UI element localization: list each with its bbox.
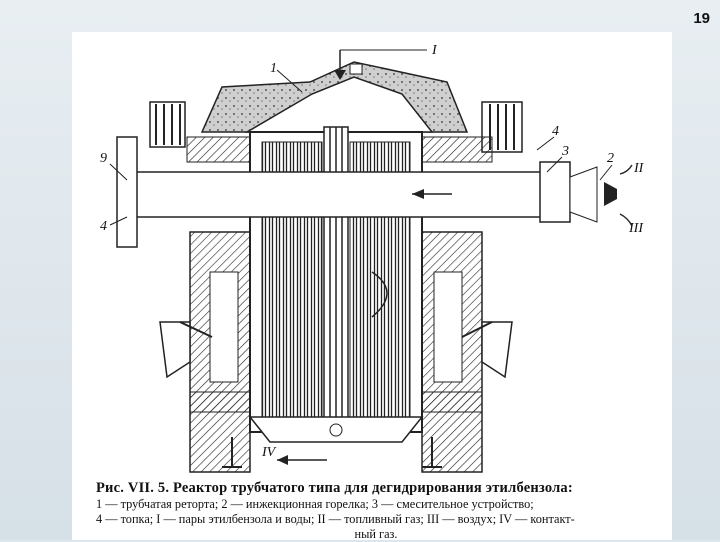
insulated-dome (200, 61, 469, 133)
legend-line: ный газ. (354, 527, 398, 541)
document-page: I 1 4 3 2 II III 9 4 IV Рис. VII. 5. Реа… (72, 32, 672, 542)
callout-II: II (633, 161, 645, 176)
callout-4-left: 4 (100, 219, 107, 234)
legend-line: 1 — трубчатая реторта; 2 — инжекционная … (96, 497, 534, 511)
callout-IV: IV (261, 445, 277, 460)
figure-caption: Рис. VII. 5. Реактор трубчатого типа для… (96, 480, 656, 542)
legend-line: 4 — топка; I — пары этилбензола и воды; … (96, 512, 575, 526)
reactor-drawing: I 1 4 3 2 II III 9 4 IV (100, 43, 645, 473)
mixing-device (116, 136, 617, 248)
callout-I: I (431, 43, 438, 58)
flow-arrows (277, 49, 633, 465)
callout-9: 9 (100, 151, 107, 166)
callout-3: 3 (561, 144, 569, 159)
supports (222, 437, 442, 468)
caption-title: Рис. VII. 5. Реактор трубчатого типа для… (96, 480, 573, 496)
callout-1: 1 (270, 61, 277, 76)
side-ports (159, 321, 513, 379)
page-number: 19 (693, 10, 710, 27)
burner-left (149, 101, 186, 148)
callout-III: III (628, 221, 644, 236)
callout-2: 2 (607, 151, 614, 166)
callout-4-right: 4 (552, 124, 559, 139)
leader-lines (109, 69, 613, 226)
